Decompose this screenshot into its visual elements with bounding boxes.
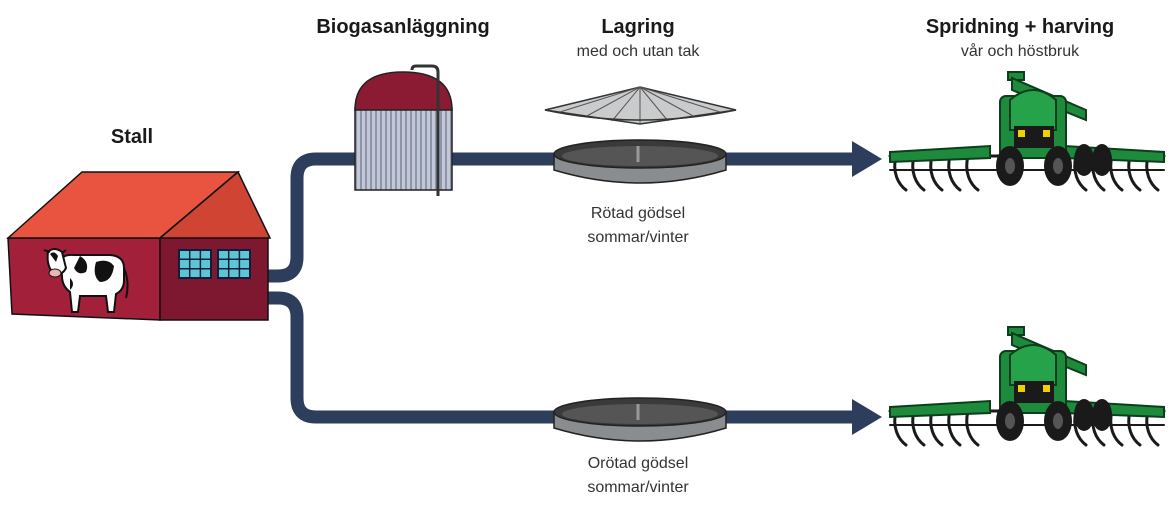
- arrow-head-upper: [852, 141, 882, 177]
- storage-tank-icon: [553, 139, 727, 184]
- stall-label: Stall: [110, 126, 154, 148]
- spreader-tractor-icon: [888, 70, 1166, 192]
- barn-icon: [6, 170, 272, 321]
- biogas-digester-icon: [354, 64, 453, 196]
- spridning-label: Spridning + harving: [925, 16, 1115, 38]
- pipes: [262, 152, 862, 424]
- pipe-upper: [262, 152, 862, 283]
- storage-roof-icon: [544, 86, 737, 125]
- rotad-caption: Rötad gödsel sommar/vinter: [538, 202, 738, 250]
- arrow-head-lower: [852, 399, 882, 435]
- rotad-caption-line1: Rötad gödsel: [590, 205, 686, 222]
- rotad-caption-line2: sommar/vinter: [587, 229, 689, 246]
- lagring-sub-label: med och utan tak: [576, 43, 700, 60]
- cow-icon: [43, 248, 129, 313]
- orotad-caption: Orötad gödsel sommar/vinter: [538, 452, 738, 500]
- biogas-label: Biogasanläggning: [316, 16, 490, 38]
- spridning-sub-label: vår och höstbruk: [960, 43, 1080, 60]
- spreader-tractor-icon: [888, 325, 1166, 447]
- orotad-caption-line1: Orötad gödsel: [587, 455, 689, 472]
- orotad-caption-line2: sommar/vinter: [587, 479, 689, 496]
- lagring-label: Lagring: [601, 16, 675, 38]
- storage-tank-icon: [553, 397, 727, 442]
- pipe-lower: [262, 291, 862, 424]
- window-icon: [178, 249, 251, 279]
